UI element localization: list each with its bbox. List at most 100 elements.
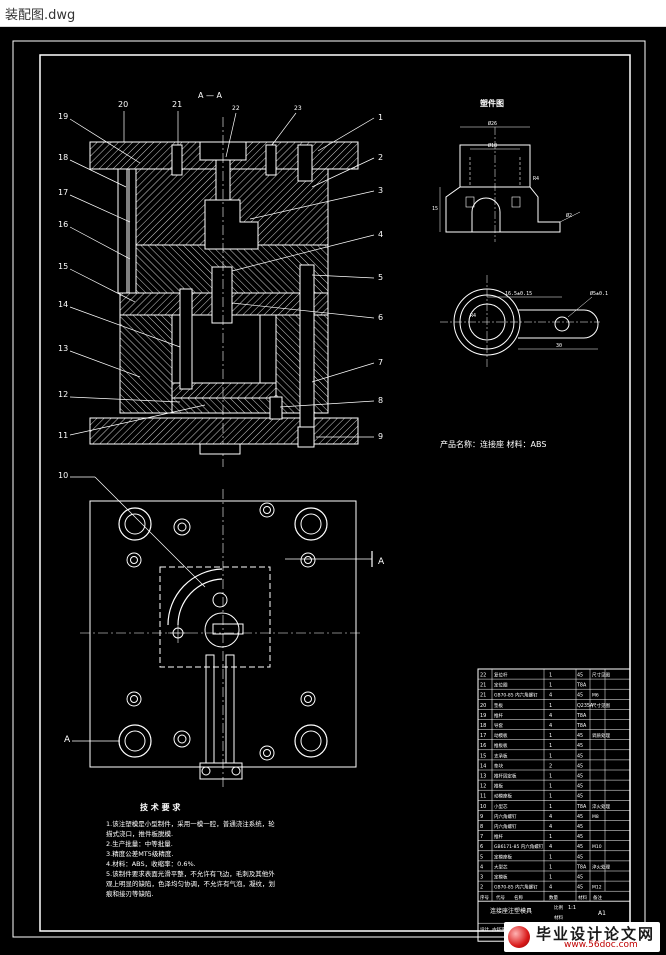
- callout-22: 22: [225, 105, 240, 158]
- bom-cell: Q235A: [577, 703, 594, 709]
- tech-line: 描式浇口，推件板脱模.: [106, 829, 173, 838]
- dim-d7: Ø5±0.1: [590, 290, 608, 297]
- bom-cell: 复位杆: [494, 672, 508, 679]
- ejector-plate: [171, 397, 277, 414]
- callout-19: 19: [58, 112, 141, 164]
- bom-cell: 1: [549, 683, 552, 689]
- cavity-region: [159, 566, 271, 668]
- bom-cell: 4: [549, 824, 552, 830]
- scale-value: 1:1: [568, 905, 576, 911]
- screw-holes: [126, 502, 316, 761]
- part-drawing: 塑件图 Ø26 Ø18 15 R4 Ø2 16.5±0.15 Ø5±0.1 R4: [432, 98, 608, 449]
- bom-cell: 45: [577, 844, 583, 850]
- bom-cell: 45: [577, 875, 583, 881]
- callout-9: 9: [316, 432, 383, 441]
- tech-line: 3.精度公差MT5级精度.: [106, 849, 173, 858]
- bom-cell: 12: [480, 784, 486, 790]
- bom-cell: 18: [480, 723, 486, 729]
- logo-icon: [508, 926, 530, 948]
- svg-text:4: 4: [378, 230, 383, 239]
- inner-frame: [39, 54, 631, 932]
- bom-cell: 2: [549, 763, 552, 769]
- svg-text:15: 15: [58, 262, 68, 271]
- bom-cell: 动模板: [494, 732, 508, 739]
- bom-cell: 45: [577, 774, 583, 780]
- tech-line: 1.该注塑模是小型制件，采用一模一腔，普通浇注系统，轮: [106, 819, 275, 828]
- svg-text:18: 18: [58, 153, 68, 162]
- callout-17: 17: [58, 188, 131, 223]
- watermark-logo: 毕业设计论文网 www.56doc.com: [504, 922, 660, 952]
- bom-cell: 45: [577, 784, 583, 790]
- bom-cell: 内六角螺钉: [494, 813, 517, 820]
- bom-cell: 推杆: [494, 712, 503, 719]
- section-mark-a1: A: [64, 735, 71, 745]
- tech-line: 5.该制件要求表面光滑平整，不允许有飞边，毛刺及其他外: [106, 869, 275, 878]
- section-label: A — A: [198, 91, 223, 100]
- bom-cell: 4: [549, 844, 552, 850]
- bom-cell: 4: [549, 885, 552, 891]
- bom-cell: 动模座板: [494, 793, 512, 800]
- bom-header: 代号: [496, 894, 505, 901]
- screw-top-left: [171, 144, 183, 176]
- outer-frame: [12, 40, 646, 938]
- callout-1: 1: [317, 113, 383, 152]
- bom-cell: 45: [577, 824, 583, 830]
- svg-text:17: 17: [58, 188, 68, 197]
- window-titlebar: 装配图.dwg: [0, 0, 666, 27]
- tech-title: 技 术 要 求: [140, 802, 181, 812]
- svg-text:6: 6: [378, 313, 383, 322]
- bom-cell: 45: [577, 794, 583, 800]
- core-pin: [211, 266, 233, 324]
- part-drawing-title: 塑件图: [480, 98, 504, 108]
- callout-4: 4: [231, 230, 383, 272]
- svg-text:16: 16: [58, 220, 68, 229]
- file-name: 装配图.dwg: [5, 8, 76, 23]
- callout-8: 8: [279, 396, 383, 408]
- svg-text:5: 5: [378, 273, 383, 282]
- bom-cell: 4: [480, 864, 483, 870]
- bom-cell: 45: [577, 743, 583, 749]
- callouts-top: 20 21 22 23: [118, 100, 302, 158]
- svg-text:13: 13: [58, 344, 68, 353]
- drawing-canvas[interactable]: A — A: [0, 27, 666, 955]
- bom-cell: 4: [549, 693, 552, 699]
- bom-cell: 1: [549, 673, 552, 679]
- bom-cell: 推板板: [494, 742, 508, 749]
- plan-view: A A 10: [58, 471, 385, 787]
- dim-d2: Ø18: [488, 142, 497, 149]
- callout-7: 7: [311, 358, 383, 383]
- svg-text:7: 7: [378, 358, 383, 367]
- bom-cell: 13: [480, 774, 486, 780]
- callout-5: 5: [311, 273, 383, 282]
- svg-text:12: 12: [58, 390, 68, 399]
- svg-text:23: 23: [294, 105, 302, 112]
- callouts-right: 1 2 3 4 5 6 7 8 9: [231, 113, 383, 441]
- callout-6: 6: [231, 302, 383, 322]
- tech-line: 观上明显的缺陷，色泽均匀协调，不允许有气泡，凝纹，划: [106, 879, 275, 888]
- bom-cell: 垫块: [494, 762, 503, 769]
- callout-15: 15: [58, 262, 136, 303]
- bom-cell: 15: [480, 753, 486, 759]
- bom-header: 名称: [514, 894, 523, 901]
- spacer-left: [119, 314, 173, 414]
- tech-line: 痕和接刃等缺陷.: [106, 889, 154, 898]
- callout-20: 20: [118, 100, 128, 142]
- bom-cell: 定位圈: [494, 682, 508, 689]
- bom-cell: 10: [480, 804, 486, 810]
- bom-cell: T8A: [576, 683, 587, 689]
- callout-3: 3: [249, 186, 383, 220]
- bom-cell: 导套: [494, 722, 503, 729]
- bom-cell: 1: [549, 875, 552, 881]
- core-circle: [204, 612, 240, 648]
- bom-cell: M10: [592, 844, 602, 850]
- callout-11: 11: [58, 404, 206, 440]
- scale-label: 比例: [554, 904, 563, 911]
- sheet-size: A1: [598, 910, 606, 917]
- bom-cell: 1: [549, 854, 552, 860]
- bom-cell: 1: [549, 743, 552, 749]
- bom-cell: 45: [577, 693, 583, 699]
- svg-text:21: 21: [172, 100, 182, 109]
- section-view: A — A: [89, 91, 359, 467]
- bom-cell: 45: [577, 885, 583, 891]
